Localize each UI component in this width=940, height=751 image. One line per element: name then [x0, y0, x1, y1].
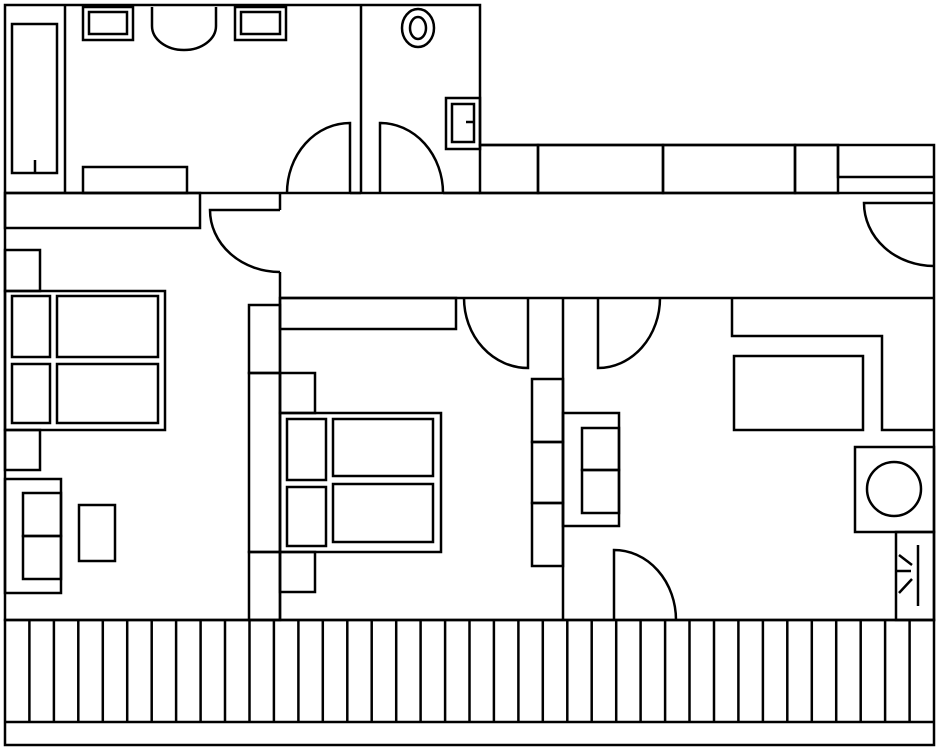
small-washbasin-icon [444, 96, 482, 151]
terrace-slats [28, 620, 911, 722]
terrace [3, 618, 936, 747]
pillow [285, 485, 328, 548]
washbasin-right-icon [233, 5, 288, 42]
door-bathroom [285, 121, 352, 194]
cooker-icon [894, 530, 936, 622]
door-terrace [612, 548, 678, 621]
bathroom [10, 5, 288, 195]
wardrobe [247, 303, 282, 375]
nightstand [278, 550, 317, 594]
living-kitchen [561, 298, 936, 622]
table [77, 503, 117, 563]
washing-machine-icon [853, 445, 936, 534]
bedroom-left [3, 248, 282, 622]
pillow [10, 294, 52, 359]
shower-tray-icon [150, 7, 218, 52]
doors [208, 121, 935, 621]
door-bedroom-middle [462, 297, 530, 370]
hallway-storage [3, 143, 934, 230]
double-bed [3, 289, 167, 432]
wardrobe [530, 377, 565, 444]
nightstand [3, 428, 42, 472]
dining-table [732, 354, 865, 432]
door-wc [378, 121, 445, 194]
kitchen-counter [730, 298, 934, 432]
toilet-icon [400, 7, 436, 49]
washbasin-left-icon [81, 5, 135, 42]
pillow [10, 362, 52, 425]
nightstand [3, 248, 42, 293]
shelf [278, 296, 458, 331]
wc [400, 7, 482, 151]
bathroom-cabinet [81, 165, 189, 195]
double-bed [278, 411, 443, 554]
pillow [285, 417, 328, 482]
door-entrance [862, 201, 935, 268]
nightstand [278, 371, 317, 415]
bedroom-middle [278, 296, 565, 594]
door-bedroom-left [208, 208, 281, 274]
bathtub [10, 22, 59, 175]
door-living [596, 297, 662, 370]
